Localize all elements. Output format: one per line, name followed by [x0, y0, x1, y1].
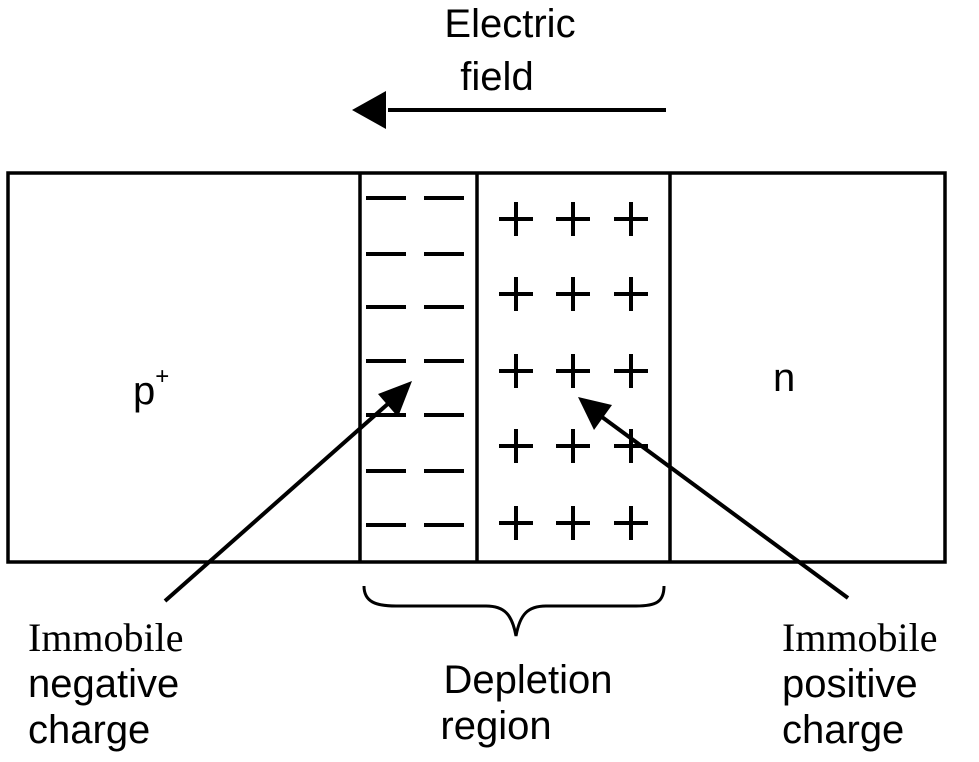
positive-charge-label-line2: positive [782, 662, 918, 706]
depletion-region-brace [362, 585, 666, 637]
depletion-label-line2: region [440, 704, 552, 748]
positive-charge-3-0 [499, 429, 533, 463]
electric-field-arrowhead [352, 91, 386, 129]
negative-charge-group [366, 196, 464, 527]
negative-charge-label-line2: negative [28, 662, 180, 706]
positive-charge-4-2 [614, 506, 648, 540]
positive-charge-4-0 [499, 506, 533, 540]
positive-charge-group [499, 202, 648, 540]
positive-charge-0-2 [614, 202, 648, 236]
positive-charge-pointer-shaft [600, 415, 850, 600]
positive-charge-0-1 [556, 202, 590, 236]
positive-charge-2-0 [499, 354, 533, 388]
depletion-label-line1: Depletion [443, 658, 613, 702]
n-region-label: n [773, 356, 796, 400]
electric-field-label-line1: Electric [444, 2, 576, 46]
positive-charge-label-line3: charge [782, 708, 905, 752]
positive-charge-2-1 [556, 354, 590, 388]
electric-field-label-line2: field [460, 55, 534, 99]
positive-charge-3-1 [556, 429, 590, 463]
positive-charge-1-2 [614, 277, 648, 311]
positive-charge-2-2 [614, 354, 648, 388]
positive-charge-label-line1: Immobile [782, 615, 938, 660]
p-region-main: p [133, 369, 156, 413]
p-region-label: p+ [133, 363, 170, 413]
positive-charge-4-1 [556, 506, 590, 540]
positive-charge-pointer-head [578, 397, 612, 430]
negative-charge-label-line1: Immobile [28, 615, 184, 660]
p-region-superscript: + [155, 363, 170, 390]
positive-charge-0-0 [499, 202, 533, 236]
negative-charge-pointer-shaft [163, 400, 392, 603]
negative-charge-label-line3: charge [28, 708, 151, 752]
negative-charge-pointer-head [378, 381, 412, 417]
positive-charge-1-1 [556, 277, 590, 311]
positive-charge-1-0 [499, 277, 533, 311]
